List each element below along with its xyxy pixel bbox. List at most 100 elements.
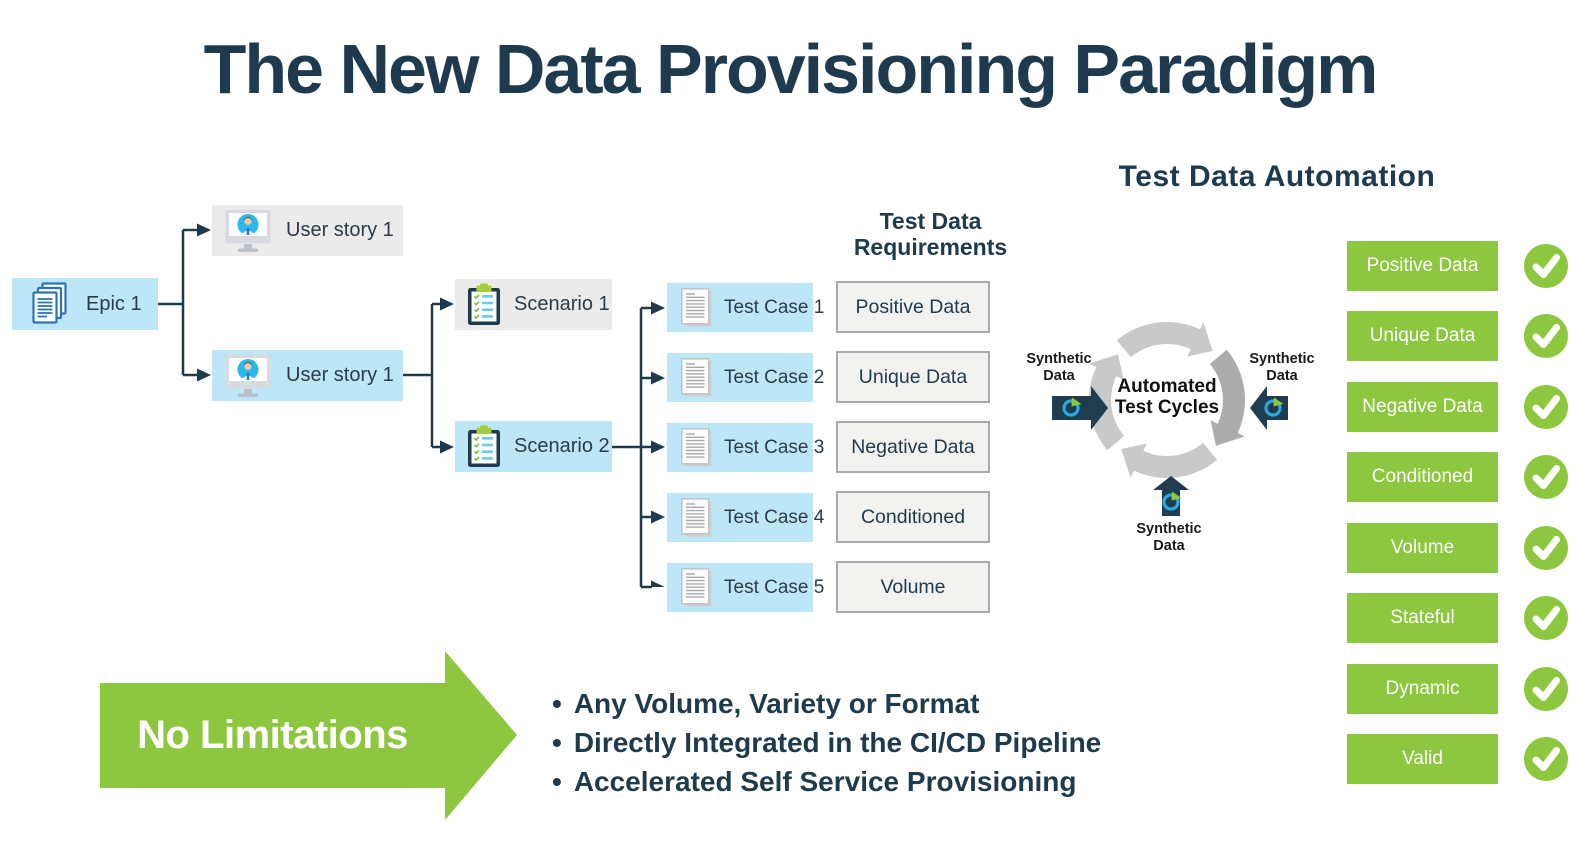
bullet-dot: •	[552, 727, 562, 758]
test-case-box: Test Case 5	[667, 563, 824, 612]
check-circle-icon	[1524, 385, 1568, 429]
capability-label: Negative Data	[1362, 396, 1483, 417]
user-story-monitor-icon	[225, 209, 271, 252]
requirement-label: Conditioned	[860, 505, 966, 528]
cycle-label-line1: Automated	[1117, 376, 1217, 397]
no-limitations-label: No Limitations	[137, 713, 408, 757]
check-circle-icon	[1524, 526, 1568, 570]
capability-box: Conditioned	[1347, 452, 1498, 502]
capability-box: Unique Data	[1347, 311, 1498, 361]
synthetic-label-line1: Synthetic	[1136, 521, 1202, 537]
bullet-item: • Directly Integrated in the CI/CD Pipel…	[552, 723, 1101, 762]
capability-box: Stateful	[1347, 593, 1498, 643]
bullet-dot: •	[552, 766, 562, 797]
scenario-2-box: Scenario 2	[455, 421, 612, 472]
bullet-item: • Any Volume, Variety or Format	[552, 684, 1101, 723]
epic-documents-icon	[32, 282, 67, 324]
capability-box: Negative Data	[1347, 382, 1498, 432]
scenario-label: Scenario 1	[514, 293, 610, 315]
requirement-box: Positive Data	[836, 281, 990, 333]
capability-box: Volume	[1347, 523, 1498, 573]
automated-test-cycle-diagram	[1052, 321, 1288, 516]
automation-header: Test Data Automation	[1118, 160, 1436, 193]
scenario-label: Scenario 2	[514, 435, 610, 457]
test-case-box: Test Case 3	[667, 423, 824, 472]
scenario-clipboard-icon	[468, 283, 500, 325]
user-story-monitor-icon	[225, 354, 271, 397]
test-case-box: Test Case 4	[667, 493, 824, 542]
capability-label: Volume	[1390, 537, 1455, 558]
bullet-list: • Any Volume, Variety or Format • Direct…	[552, 684, 1101, 801]
test-case-box: Test Case 1	[667, 283, 824, 332]
user-story-1-box: User story 1	[212, 205, 403, 256]
test-case-label: Test Case 5	[724, 576, 825, 598]
synthetic-data-label-left: Synthetic Data	[1014, 351, 1104, 384]
synthetic-data-arrow-bottom	[1153, 476, 1189, 516]
requirements-header-line1: Test Data	[879, 208, 982, 234]
synthetic-label-line2: Data	[1043, 367, 1075, 384]
check-circle-icon	[1524, 455, 1568, 499]
synthetic-label-line1: Synthetic	[1249, 351, 1315, 367]
capability-box: Positive Data	[1347, 241, 1498, 291]
bullet-item: • Accelerated Self Service Provisioning	[552, 762, 1101, 801]
synthetic-label-line2: Data	[1266, 367, 1298, 384]
requirements-header: Test Data Requirements	[828, 208, 1033, 260]
capability-label: Positive Data	[1366, 255, 1479, 276]
bullet-dot: •	[552, 688, 562, 719]
synthetic-label-line1: Synthetic	[1026, 351, 1092, 367]
test-case-document-icon	[681, 428, 712, 467]
requirement-box: Volume	[836, 561, 990, 613]
check-circle-icon	[1524, 737, 1568, 781]
cycle-arrows-icon	[1088, 321, 1246, 479]
synthetic-data-label-bottom: Synthetic Data	[1124, 521, 1214, 554]
user-story-label: User story 1	[286, 219, 394, 241]
requirements-header-line2: Requirements	[853, 233, 1008, 260]
capability-label: Stateful	[1390, 607, 1455, 628]
requirement-label: Positive Data	[855, 295, 971, 318]
data-logo-icon	[1062, 397, 1082, 417]
requirement-label: Unique Data	[858, 365, 968, 388]
capability-box: Dynamic	[1347, 664, 1498, 714]
requirement-box: Negative Data	[836, 421, 990, 473]
data-logo-icon	[1162, 491, 1182, 511]
capability-label: Unique Data	[1369, 325, 1476, 346]
synthetic-label-line2: Data	[1153, 537, 1185, 554]
test-case-label: Test Case 1	[724, 296, 825, 318]
cycle-center-label: Automated Test Cycles	[1105, 376, 1229, 418]
synthetic-data-arrow-right	[1250, 386, 1288, 430]
epic-label: Epic 1	[86, 292, 142, 315]
test-case-label: Test Case 4	[724, 506, 825, 528]
capability-box: Valid	[1347, 734, 1498, 784]
user-story-label: User story 1	[286, 364, 394, 386]
epic-box: Epic 1	[12, 278, 158, 330]
test-case-document-icon	[681, 358, 712, 397]
capability-label: Valid	[1402, 748, 1443, 769]
capability-label: Conditioned	[1371, 466, 1474, 487]
data-logo-icon	[1264, 397, 1284, 417]
test-case-label: Test Case 2	[724, 366, 825, 388]
check-circle-icon	[1524, 667, 1568, 711]
synthetic-data-arrow-left	[1052, 386, 1108, 430]
cycle-label-line2: Test Cycles	[1114, 397, 1220, 418]
requirement-box: Unique Data	[836, 351, 990, 403]
test-case-box: Test Case 2	[667, 353, 824, 402]
test-case-document-icon	[681, 288, 712, 327]
bullet-text: Any Volume, Variety or Format	[573, 688, 980, 719]
no-limitations-arrow	[100, 651, 517, 820]
requirement-box: Conditioned	[836, 491, 990, 543]
bullet-text: Accelerated Self Service Provisioning	[573, 766, 1077, 797]
page-title: The New Data Provisioning Paradigm	[203, 30, 1379, 108]
check-circle-icon	[1524, 244, 1568, 288]
check-circle-icon	[1524, 596, 1568, 640]
test-case-document-icon	[681, 568, 712, 607]
scenario-clipboard-icon	[468, 425, 500, 467]
requirement-label: Volume	[880, 575, 946, 598]
scenario-1-box: Scenario 1	[455, 279, 612, 330]
test-case-label: Test Case 3	[724, 436, 825, 458]
requirement-label: Negative Data	[851, 435, 975, 458]
synthetic-data-label-right: Synthetic Data	[1237, 351, 1327, 384]
test-case-document-icon	[681, 498, 712, 537]
capability-label: Dynamic	[1385, 678, 1460, 699]
